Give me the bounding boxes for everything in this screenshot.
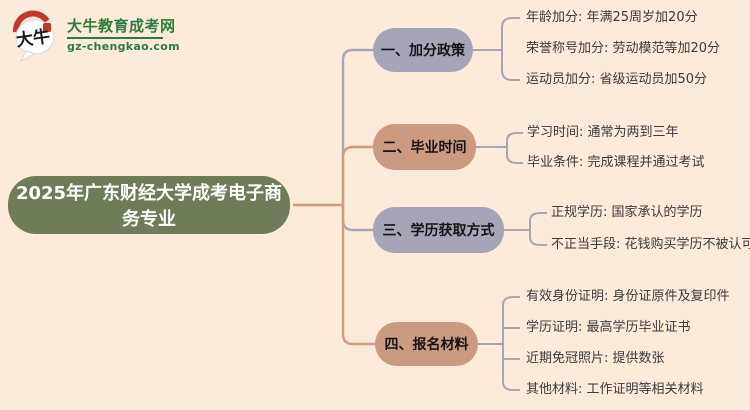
logo-title: 大牛教育成考网 <box>67 17 176 35</box>
logo-speech-bubble-icon: 大牛 <box>12 10 55 62</box>
branch-node-registration-materials: 四、报名材料 <box>375 322 478 366</box>
logo-bubble-text: 大牛 <box>15 26 52 52</box>
branch-3-bracket <box>504 212 547 246</box>
branch-2-bracket <box>476 132 523 164</box>
branch-1-bracket <box>473 17 520 81</box>
leaf-item: 其他材料: 工作证明等相关材料 <box>526 382 704 397</box>
logo-wordmark: 大牛教育成考网 gz-chengkao.com <box>67 10 180 53</box>
logo-domain: gz-chengkao.com <box>67 40 180 53</box>
leaf-item: 毕业条件: 完成课程并通过考试 <box>527 155 705 170</box>
logo-divider <box>67 37 163 39</box>
branch-3-line <box>341 205 374 232</box>
branch-node-graduation-time: 二、毕业时间 <box>373 124 476 170</box>
site-logo: 大牛 大牛教育成考网 gz-chengkao.com <box>12 10 180 62</box>
branch-4-line <box>341 205 376 346</box>
leaf-item: 正规学历: 国家承认的学历 <box>551 205 703 220</box>
leaf-item: 有效身份证明: 身份证原件及复印件 <box>526 289 730 304</box>
leaf-item: 荣誉称号加分: 劳动模范等加20分 <box>526 41 721 56</box>
leaf-item: 不正当手段: 花钱购买学历不被认可 <box>551 237 750 252</box>
branch-4-bracket <box>478 296 520 391</box>
leaf-item: 近期免冠照片: 提供数张 <box>526 351 665 366</box>
leaf-item: 学历证明: 最高学历毕业证书 <box>526 320 691 335</box>
branch-node-degree-methods: 三、学历获取方式 <box>373 207 504 253</box>
branch-1-line <box>341 48 374 205</box>
branch-node-bonus-policy: 一、加分政策 <box>373 28 473 72</box>
leaf-item: 运动员加分: 省级运动员加50分 <box>526 72 708 87</box>
branch-2-line <box>341 145 374 205</box>
logo-seal-icon <box>43 23 51 32</box>
leaf-item: 学习时间: 通常为两到三年 <box>527 125 679 140</box>
root-topic-node: 2025年广东财经大学成考电子商务专业 <box>8 176 290 234</box>
leaf-item: 年龄加分: 年满25周岁加20分 <box>526 10 698 25</box>
